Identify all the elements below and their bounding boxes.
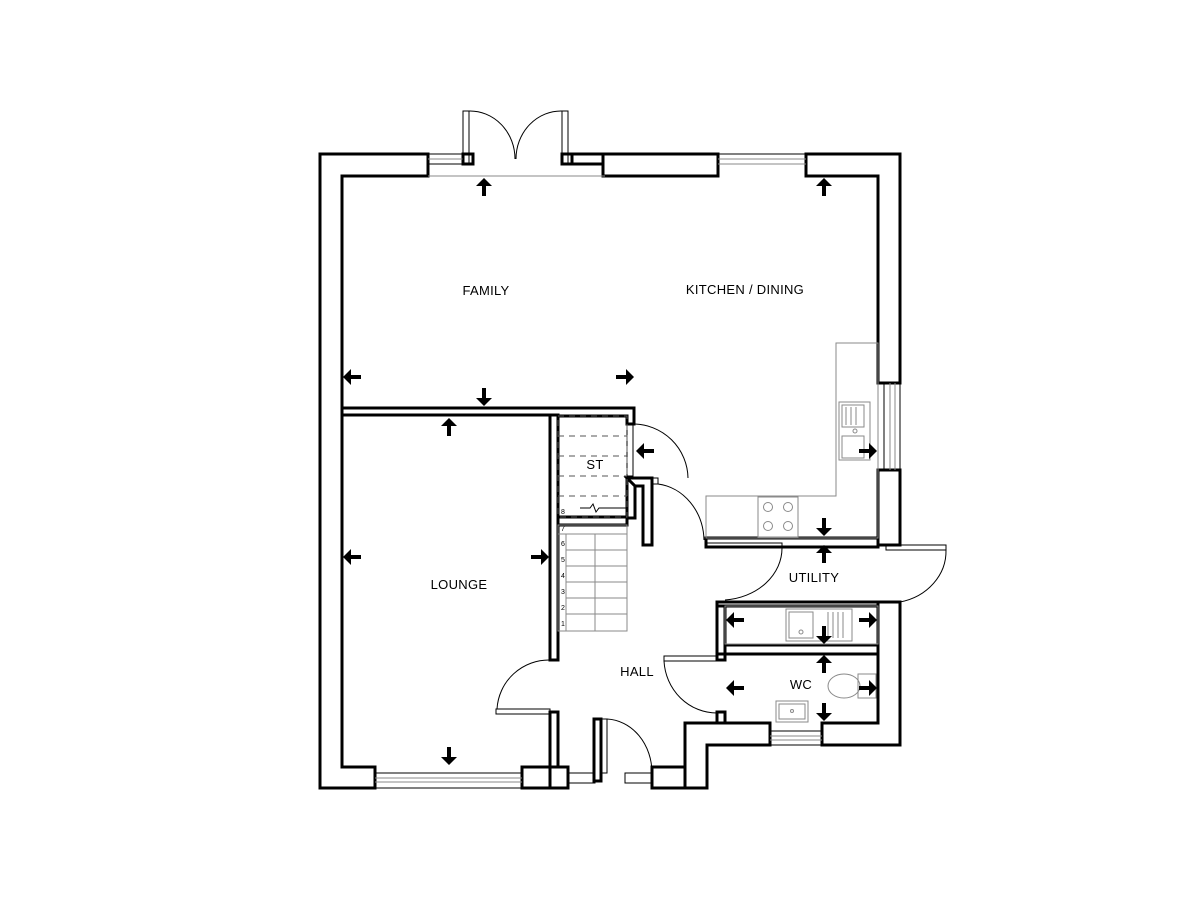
staircase: 1 2 3 4 5 6 7 8 xyxy=(557,415,628,632)
dimension-arrow-icon xyxy=(616,369,634,385)
stair-step-2: 2 xyxy=(561,605,565,612)
door-swing-icon xyxy=(495,659,551,715)
basin-icon xyxy=(775,700,809,723)
room-label-kitchen-dining: KITCHEN / DINING xyxy=(686,282,804,297)
door-swing-icon xyxy=(663,655,718,714)
windows xyxy=(374,153,901,789)
kitchen-worktop xyxy=(705,342,879,539)
stair-step-3: 3 xyxy=(561,589,565,596)
dimension-arrow-icon xyxy=(726,612,744,628)
room-label-utility: UTILITY xyxy=(789,570,840,585)
hob-icon xyxy=(757,496,799,538)
room-label-wc: WC xyxy=(790,677,812,692)
dimension-arrow-icon xyxy=(343,369,361,385)
interior-walls xyxy=(340,406,880,783)
utility-worktop xyxy=(724,605,879,645)
dimension-arrow-icon xyxy=(859,443,877,459)
window-icon xyxy=(883,382,901,471)
dimension-arrow-icon xyxy=(476,388,492,406)
stair-step-7: 7 xyxy=(561,526,565,533)
sink-icon xyxy=(838,401,871,461)
dimension-arrow-icon xyxy=(441,747,457,765)
window-icon xyxy=(374,772,523,789)
exterior-walls xyxy=(318,152,902,790)
stair-step-8: 8 xyxy=(561,509,565,516)
dimension-arrow-icon xyxy=(531,549,549,565)
stair-step-1: 1 xyxy=(561,621,565,628)
stair-step-6: 6 xyxy=(561,541,565,548)
dimension-arrow-icon xyxy=(816,655,832,673)
dimension-arrow-icon xyxy=(859,612,877,628)
door-swing-icon xyxy=(600,718,653,774)
room-labels: FAMILY KITCHEN / DINING LOUNGE ST HALL U… xyxy=(431,282,840,692)
dimension-arrow-icon xyxy=(816,703,832,721)
door-swing-icon xyxy=(705,542,783,601)
dimension-arrow-icon xyxy=(476,178,492,196)
dimension-arrows xyxy=(343,178,877,765)
dimension-arrow-icon xyxy=(859,680,877,696)
room-label-family: FAMILY xyxy=(462,283,509,298)
room-label-lounge: LOUNGE xyxy=(431,577,488,592)
dimension-arrow-icon xyxy=(441,418,457,436)
door-swing-icon xyxy=(651,477,705,541)
window-icon xyxy=(567,772,653,784)
dimension-arrow-icon xyxy=(343,549,361,565)
dimension-arrow-icon xyxy=(816,178,832,196)
dimension-arrow-icon xyxy=(726,680,744,696)
stair-step-4: 4 xyxy=(561,573,565,580)
window-icon xyxy=(769,730,823,746)
dimension-arrow-icon xyxy=(816,626,832,644)
sink-icon xyxy=(785,608,853,642)
window-icon xyxy=(717,153,807,165)
door-swing-icon xyxy=(885,544,947,603)
dimension-arrow-icon xyxy=(816,545,832,563)
doors xyxy=(462,110,947,774)
room-label-store: ST xyxy=(586,457,603,472)
room-label-hall: HALL xyxy=(620,664,654,679)
door-swing-icon xyxy=(462,110,569,165)
dimension-arrow-icon xyxy=(636,443,654,459)
stair-step-5: 5 xyxy=(561,557,565,564)
dimension-arrow-icon xyxy=(816,518,832,536)
